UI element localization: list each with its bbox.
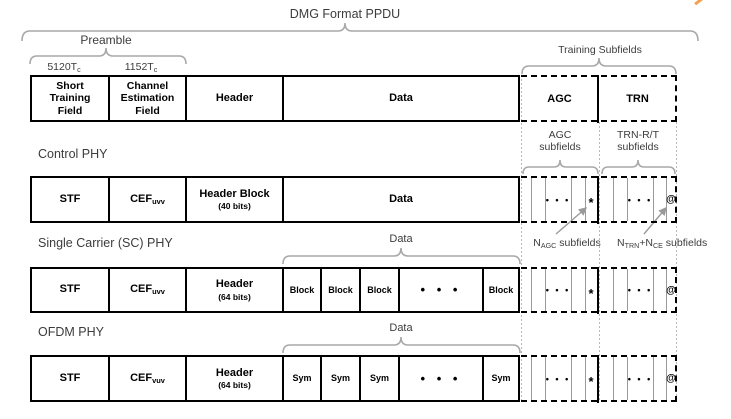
ppdu-brace xyxy=(21,22,699,42)
control-stf: STF xyxy=(59,192,81,205)
training-subfields-label: Training Subfields xyxy=(558,44,642,56)
sc-block-ellipsis: • • • xyxy=(398,269,482,311)
subcell-divider xyxy=(666,178,667,221)
ofdm-stf: STF xyxy=(59,371,81,384)
control-training-section: • • • * • • • @ xyxy=(521,175,677,224)
sc-cef: CEFuvv xyxy=(108,269,185,311)
ofdm-sym: Sym xyxy=(282,357,320,400)
field-header: Header xyxy=(185,77,282,120)
agc-subfields-label: AGC subfields xyxy=(539,129,581,154)
sc-block: Block xyxy=(359,269,398,311)
n-agc-label: NAGC subfields xyxy=(533,237,601,250)
ofdm-sym: Sym xyxy=(320,357,359,400)
agc-dots: • • • xyxy=(545,194,571,205)
cef-duration-label: 1152Tc xyxy=(124,61,158,74)
ofdm-training-section: • • • * • • • @ xyxy=(521,354,677,403)
agc-dots: • • • xyxy=(545,373,571,384)
subcell-divider xyxy=(585,178,586,221)
agc-trn-divider xyxy=(597,175,599,224)
subcell-divider xyxy=(545,269,546,311)
stf-duration-label: 5120Tc xyxy=(47,61,81,74)
subcell-divider xyxy=(653,178,654,221)
control-phy-title: Control PHY xyxy=(38,147,108,161)
data-brace-sc xyxy=(282,247,521,265)
subcell-divider xyxy=(545,357,546,400)
subcell-divider xyxy=(545,178,546,221)
sc-phy-row: STF CEFuvv Header (64 bits) Block Block … xyxy=(30,267,520,313)
ofdm-phy-title: OFDM PHY xyxy=(38,325,104,339)
subcell-divider xyxy=(627,178,628,221)
agc-star: * xyxy=(588,195,594,210)
trn-dots: • • • xyxy=(627,285,653,295)
subcell-divider xyxy=(666,269,667,311)
sc-training-section: • • • * • • • @ xyxy=(521,266,677,314)
ppdu-row: Short Training Field Channel Estimation … xyxy=(30,75,520,122)
sc-block: Block xyxy=(482,269,518,311)
subcell-divider xyxy=(531,178,532,221)
field-data: Data xyxy=(282,77,518,120)
agc-trn-divider xyxy=(597,266,599,314)
subcell-divider xyxy=(613,178,614,221)
ofdm-sym-ellipsis: • • • xyxy=(398,357,482,400)
sc-block: Block xyxy=(282,269,320,311)
subcell-divider xyxy=(613,357,614,400)
subcell-divider xyxy=(627,357,628,400)
subcell-divider xyxy=(666,357,667,400)
ofdm-cef: CEFvuv xyxy=(108,357,185,400)
ofdm-header: Header (64 bits) xyxy=(185,357,282,400)
trn-subfields-label: TRN-R/T subfields xyxy=(617,129,659,154)
agc-star: * xyxy=(588,374,594,389)
trn-at: @ xyxy=(666,284,676,296)
ofdm-sym: Sym xyxy=(359,357,398,400)
subcell-divider xyxy=(653,269,654,311)
subcell-divider xyxy=(653,357,654,400)
agc-dots: • • • xyxy=(545,285,571,295)
sc-stf: STF xyxy=(59,283,81,296)
field-agc: AGC xyxy=(547,92,572,105)
control-phy-row: STF CEFuvv Header Block (40 bits) Data xyxy=(30,176,520,223)
preamble-label: Preamble xyxy=(80,33,132,47)
control-header-block: Header Block (40 bits) xyxy=(185,178,282,221)
trn-at: @ xyxy=(666,194,676,205)
diagram-title: DMG Format PPDU xyxy=(289,7,401,21)
subcell-divider xyxy=(585,357,586,400)
data-brace-ofdm xyxy=(282,336,521,354)
subcell-divider xyxy=(585,269,586,311)
sc-header: Header (64 bits) xyxy=(185,269,282,311)
subcell-divider xyxy=(613,269,614,311)
subcell-divider xyxy=(571,269,572,311)
agc-star: * xyxy=(588,285,594,301)
sc-data-label: Data xyxy=(389,233,413,245)
field-trn: TRN xyxy=(626,92,649,105)
subcell-divider xyxy=(627,269,628,311)
field-channel-estimation: Channel Estimation Field xyxy=(108,77,185,120)
trn-subfields-brace xyxy=(601,159,676,175)
control-cef: CEFuvv xyxy=(108,178,185,221)
subcell-divider xyxy=(531,357,532,400)
training-subfields-brace xyxy=(521,57,677,75)
agc-subfields-brace xyxy=(522,159,599,175)
ofdm-sym: Sym xyxy=(482,357,518,400)
agc-trn-divider xyxy=(597,74,599,123)
sc-phy-title: Single Carrier (SC) PHY xyxy=(38,236,173,250)
training-guide-lines xyxy=(521,75,677,402)
subcell-divider xyxy=(531,269,532,311)
sc-block: Block xyxy=(320,269,359,311)
field-short-training: Short Training Field xyxy=(49,79,91,117)
control-data: Data xyxy=(282,178,518,221)
trn-dots: • • • xyxy=(627,194,653,205)
subcell-divider xyxy=(571,178,572,221)
ofdm-phy-row: STF CEFvuv Header (64 bits) Sym Sym Sym … xyxy=(30,355,520,402)
ppdu-training-section: AGC TRN xyxy=(521,74,677,123)
ofdm-data-label: Data xyxy=(389,322,413,334)
trn-dots: • • • xyxy=(627,373,653,384)
preamble-brace xyxy=(29,47,187,65)
subcell-divider xyxy=(571,357,572,400)
agc-trn-divider xyxy=(597,354,599,403)
trn-at: @ xyxy=(666,373,676,384)
